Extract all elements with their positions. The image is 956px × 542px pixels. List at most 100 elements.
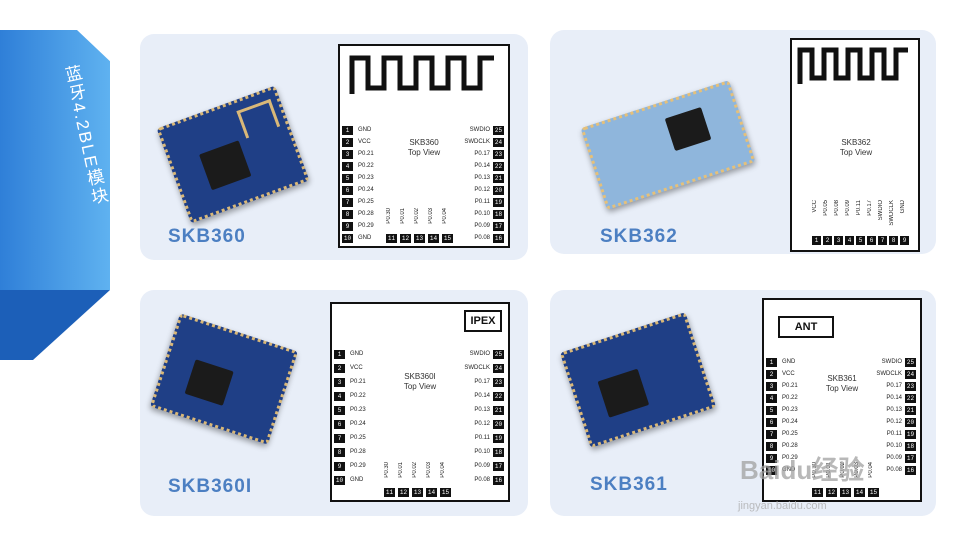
pin-number: 23 (905, 382, 916, 391)
pin-label: GND (350, 351, 364, 357)
pin-label: P0.21 (358, 151, 374, 157)
pin-label: P0.24 (350, 421, 366, 427)
pin-label: P0.04 (868, 462, 874, 478)
pin-number: 1 (334, 350, 345, 359)
pin-label: P0.02 (414, 208, 420, 224)
pin-number: 22 (905, 394, 916, 403)
pin-label: P0.22 (350, 393, 366, 399)
pin-number: 17 (493, 222, 504, 231)
pin-number: 25 (493, 126, 504, 135)
pin-number: 3 (334, 378, 345, 387)
banner-bottom (0, 290, 110, 360)
banner-front (0, 30, 110, 290)
pin-number: 5 (334, 406, 345, 415)
pin-number: 5 (342, 174, 353, 183)
pin-label: P0.03 (426, 462, 432, 478)
pin-label: P0.10 (886, 443, 902, 449)
pin-label: P0.23 (782, 407, 798, 413)
pin-number: 22 (493, 392, 504, 401)
module-photo (559, 312, 717, 448)
pin-number: 21 (905, 406, 916, 415)
module-chip (198, 140, 252, 191)
pin-label: P0.04 (440, 462, 446, 478)
pin-label: P0.09 (474, 463, 490, 469)
pin-number: 9 (766, 454, 777, 463)
pin-number: 21 (493, 406, 504, 415)
pin-label: P0.12 (474, 187, 490, 193)
pin-number: 9 (900, 236, 909, 245)
pin-number: 7 (878, 236, 887, 245)
pin-label: SWDCLK (464, 365, 490, 371)
side-banner: 蓝牙4.2BLE模块 (0, 30, 110, 360)
pin-label: VCC (782, 371, 795, 377)
pin-label: P0.24 (782, 419, 798, 425)
pin-number: 19 (493, 198, 504, 207)
pin-label: P0.17 (867, 200, 873, 216)
pin-number: 6 (334, 420, 345, 429)
pin-label: SWDIO (878, 200, 884, 221)
pin-label: P0.17 (474, 379, 490, 385)
pin-number: 13 (840, 488, 851, 497)
pin-number: 12 (400, 234, 411, 243)
pin-number: 14 (854, 488, 865, 497)
pin-label: P0.14 (886, 395, 902, 401)
diagram-title: SKB361 Top View (812, 374, 872, 394)
pin-label: P0.29 (782, 455, 798, 461)
pin-number: 9 (334, 462, 345, 471)
pin-label: P0.01 (400, 208, 406, 224)
pin-number: 8 (766, 442, 777, 451)
pin-label: P0.29 (350, 463, 366, 469)
pin-number: 10 (334, 476, 345, 485)
pin-label: P0.04 (442, 208, 448, 224)
pin-label: SWDIO (881, 359, 902, 365)
pin-number: 20 (493, 186, 504, 195)
pin-number: 7 (334, 434, 345, 443)
pin-label: GND (782, 359, 796, 365)
pin-number: 11 (812, 488, 823, 497)
pin-label: P0.09 (474, 223, 490, 229)
pin-label: P0.30 (384, 462, 390, 478)
pin-label: P0.17 (474, 151, 490, 157)
module-chip (184, 359, 234, 406)
pin-label: P0.01 (398, 462, 404, 478)
module-chip (597, 368, 650, 418)
pin-number: 15 (440, 488, 451, 497)
pin-number: 7 (766, 430, 777, 439)
model-label: SKB362 (600, 226, 678, 247)
ant-tag: ANT (778, 316, 834, 338)
pin-number: 19 (905, 430, 916, 439)
pin-number: 21 (493, 174, 504, 183)
pin-label: SWDCLK (876, 371, 902, 377)
pin-label: P0.13 (886, 407, 902, 413)
pin-number: 15 (442, 234, 453, 243)
subtitle-text: Top View (839, 148, 873, 157)
pin-label: P0.28 (350, 449, 366, 455)
pin-label: GND (782, 467, 796, 473)
pin-label: SWDIO (469, 127, 490, 133)
pin-number: 2 (342, 138, 353, 147)
pin-label: P0.10 (474, 449, 490, 455)
pin-number: 3 (834, 236, 843, 245)
pin-number: 2 (823, 236, 832, 245)
subtitle-text: Top View (407, 148, 441, 157)
pin-label: P0.10 (474, 211, 490, 217)
subtitle-text: Top View (403, 382, 437, 391)
pin-label: P0.21 (350, 379, 366, 385)
pin-number: 16 (493, 476, 504, 485)
pin-label: VCC (358, 139, 371, 145)
pin-number: 24 (493, 138, 504, 147)
pin-number: 23 (493, 378, 504, 387)
pin-number: 6 (342, 186, 353, 195)
pin-label: GND (900, 200, 906, 214)
pin-label: SWDCLK (889, 200, 895, 226)
pin-label: P0.13 (474, 407, 490, 413)
pin-number: 3 (342, 150, 353, 159)
pin-number: 13 (412, 488, 423, 497)
pin-label: P0.05 (823, 200, 829, 216)
